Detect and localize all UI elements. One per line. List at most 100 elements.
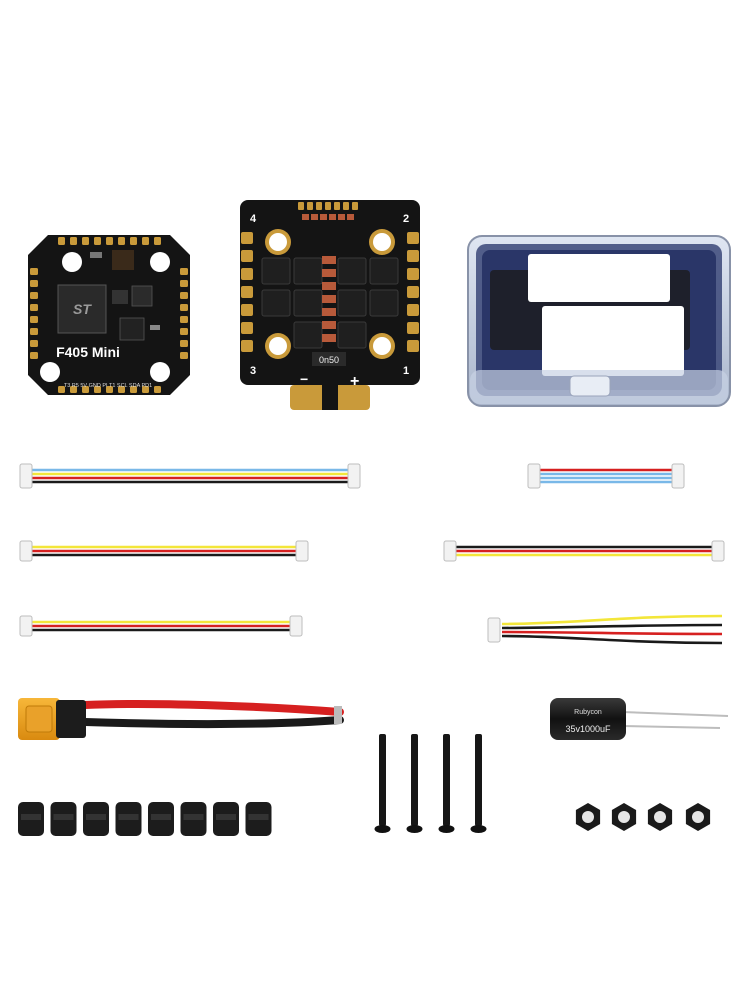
capacitor-brand: Rubycon xyxy=(574,709,602,716)
mosfet xyxy=(261,257,291,285)
fc-pad xyxy=(30,328,38,335)
mount-hole xyxy=(150,252,170,272)
fc-pad xyxy=(130,386,137,393)
esc-pad xyxy=(407,268,419,280)
cable xyxy=(19,615,303,637)
grommet xyxy=(213,802,239,836)
esc-signal-pad xyxy=(334,202,340,210)
esc-resistor xyxy=(322,295,336,303)
screw-shaft xyxy=(411,734,418,826)
fc-pad xyxy=(106,386,113,393)
esc-corner-4: 4 xyxy=(250,213,257,225)
screw-head xyxy=(374,825,391,833)
esc-board: 0n50 4 2 3 1 − + xyxy=(240,200,420,410)
grommet xyxy=(50,802,77,836)
fc-pad xyxy=(30,280,38,287)
esc-resistor xyxy=(338,214,345,220)
cable xyxy=(19,540,309,562)
grommet-groove xyxy=(53,814,74,820)
esc-mount-holes xyxy=(265,229,395,359)
fc-pad xyxy=(142,386,149,393)
mount-hole xyxy=(40,362,60,382)
esc-signal-pad xyxy=(352,202,358,210)
nut-hole xyxy=(582,811,594,823)
wire xyxy=(501,614,723,626)
rubber-grommet-icon xyxy=(18,802,272,836)
esc-resistor xyxy=(322,282,336,290)
mosfet xyxy=(261,289,291,317)
fc-pad xyxy=(30,340,38,347)
mount-hole xyxy=(150,362,170,382)
jst-plug xyxy=(19,540,33,562)
flight-controller-board: ST F405 Mini T3 R5 5V GND PI T1 SCL SDA … xyxy=(28,235,190,395)
esc-signal-pad xyxy=(325,202,331,210)
esc-mosfets xyxy=(261,256,399,349)
fc-pad xyxy=(82,386,89,393)
esc-board-label: 0n50 xyxy=(319,355,339,365)
screw xyxy=(438,734,455,833)
fc-pad xyxy=(118,237,125,245)
cable xyxy=(19,463,361,489)
fc-pad xyxy=(30,352,38,359)
screw-head xyxy=(406,825,423,833)
box-label-sticker xyxy=(528,254,670,302)
esc-resistor xyxy=(329,214,336,220)
mosfet xyxy=(293,289,323,317)
mosfet xyxy=(369,289,399,317)
box-label-sticker xyxy=(542,306,684,376)
hex-nut xyxy=(685,803,711,831)
nut-hole xyxy=(618,811,630,823)
hex-nut xyxy=(611,803,637,831)
grommet-groove xyxy=(248,814,269,820)
esc-pad xyxy=(407,304,419,316)
jst-plug xyxy=(671,463,685,489)
fc-pad xyxy=(118,386,125,393)
fc-pad xyxy=(180,304,188,311)
screw-head xyxy=(438,825,455,833)
fc-pad xyxy=(30,268,38,275)
fc-pad xyxy=(82,237,89,245)
fc-pad xyxy=(58,386,65,393)
esc-motor-pads xyxy=(241,232,419,352)
fc-pad xyxy=(70,386,77,393)
nut-hole xyxy=(692,811,704,823)
packaging-box xyxy=(467,235,731,407)
jst-plug xyxy=(711,540,725,562)
grommet-groove xyxy=(86,814,106,820)
hex-nut xyxy=(575,803,601,831)
grommet xyxy=(148,802,174,836)
mosfet xyxy=(337,257,367,285)
esc-pad xyxy=(241,286,253,298)
mount-hole xyxy=(62,252,82,272)
screw xyxy=(470,734,487,833)
esc-resistor xyxy=(302,214,309,220)
esc-corner-3: 3 xyxy=(250,365,256,377)
grommet xyxy=(18,802,44,836)
fc-pad xyxy=(30,316,38,323)
grommet xyxy=(180,802,207,836)
fc-pad xyxy=(130,237,137,245)
cable-set xyxy=(19,463,725,645)
esc-corner-1: 1 xyxy=(403,365,409,377)
jst-plug xyxy=(19,463,33,489)
svg-text:ST: ST xyxy=(73,301,92,317)
jst-plug xyxy=(487,617,501,643)
esc-pad xyxy=(241,322,253,334)
esc-pad xyxy=(241,268,253,280)
screw xyxy=(406,734,423,833)
esc-signal-pad xyxy=(343,202,349,210)
grommet xyxy=(83,802,109,836)
screw-head xyxy=(470,825,487,833)
cable xyxy=(527,463,685,489)
esc-signal-pad xyxy=(307,202,313,210)
esc-pad xyxy=(407,340,419,352)
grommet-groove xyxy=(183,814,204,820)
esc-pad xyxy=(241,340,253,352)
nut-hole xyxy=(654,811,666,823)
fc-pad xyxy=(180,352,188,359)
jst-plug xyxy=(347,463,361,489)
wire xyxy=(501,623,723,630)
esc-signal-pad xyxy=(316,202,322,210)
